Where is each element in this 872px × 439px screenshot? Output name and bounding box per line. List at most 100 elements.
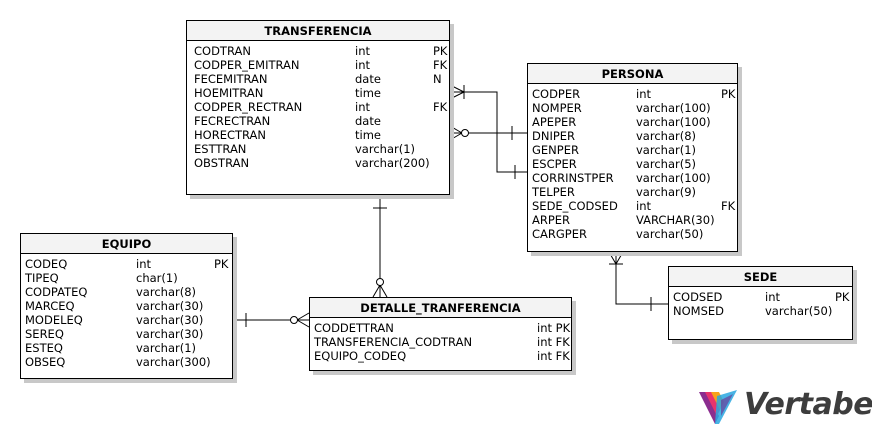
column-type: varchar(50) [636,227,704,241]
column-name: HOEMITRAN [194,86,264,100]
column-name: SEREQ [25,327,64,341]
column-name: MODELEQ [25,313,83,327]
column-row[interactable]: ESCPER varchar(5) [528,157,737,171]
column-type: date [355,114,381,128]
column-row[interactable]: FECEMITRAN date N [187,72,449,86]
column-type: varchar(8) [136,285,197,299]
column-name: TIPEQ [25,271,59,285]
column-type: varchar(100) [636,101,711,115]
rel-persona-sede [608,251,668,311]
column-type: int [636,199,651,213]
column-name: SEDE_CODSED [532,199,618,213]
column-row[interactable]: CODDETTRAN int PK [310,321,571,335]
column-name: NOMPER [532,101,582,115]
rel-equipo-detalle [233,312,310,328]
column-type: int [355,58,370,72]
column-name: CODTRAN [194,44,251,58]
column-name: TELPER [532,185,575,199]
column-row[interactable]: CODPATEQ varchar(8) [21,285,232,299]
column-key: int PK [537,321,571,335]
column-type: int [765,290,780,304]
column-name: ESTEQ [25,341,63,355]
column-name: APEPER [532,115,577,129]
column-name: CARGPER [532,227,587,241]
column-key: FK [433,100,448,114]
column-key: FK [721,199,736,213]
column-row[interactable]: CODPER_EMITRAN int FK [187,58,449,72]
column-type: int [355,100,370,114]
column-name: CODSED [673,290,723,304]
column-row[interactable]: OBSTRAN varchar(200) [187,156,449,170]
column-name: HORECTRAN [194,128,267,142]
column-key: int FK [537,335,570,349]
column-name: ESTTRAN [194,142,247,156]
entity-title: SEDE [669,267,852,287]
column-name: TRANSFERENCIA_CODTRAN [314,335,473,349]
column-name: OBSEQ [25,355,66,369]
column-type: int [636,87,651,101]
column-row[interactable]: TIPEQ char(1) [21,271,232,285]
column-row[interactable]: MODELEQ varchar(30) [21,313,232,327]
entity-title: TRANSFERENCIA [187,21,449,41]
column-type: varchar(200) [355,156,430,170]
column-row[interactable]: TRANSFERENCIA_CODTRAN int FK [310,335,571,349]
column-row[interactable]: SEDE_CODSED int FK [528,199,737,213]
column-row[interactable]: CODTRAN int PK [187,44,449,58]
column-type: varchar(1) [136,341,197,355]
column-name: GENPER [532,143,579,157]
column-key: PK [721,87,736,101]
column-row[interactable]: ESTTRAN varchar(1) [187,142,449,156]
column-key: PK [835,290,850,304]
column-type: char(1) [136,271,178,285]
column-row[interactable]: CARGPER varchar(50) [528,227,737,241]
column-key: N [433,72,442,86]
entity-title: DETALLE_TRANFERENCIA [310,298,571,318]
vertabelo-logo-icon [699,390,737,424]
column-name: CODPATEQ [25,285,88,299]
column-name: CODPER_EMITRAN [194,58,300,72]
column-type: int [355,44,370,58]
column-type: varchar(300) [136,355,211,369]
column-key: FK [433,58,448,72]
column-type: varchar(1) [355,142,416,156]
column-name: OBSTRAN [194,156,250,170]
column-key: PK [433,44,448,58]
rel-transferencia-persona-rec [449,125,527,141]
column-row[interactable]: CODSED int PK [669,290,852,304]
column-type: varchar(9) [636,185,697,199]
column-row[interactable]: OBSEQ varchar(300) [21,355,232,369]
column-type: varchar(5) [636,157,697,171]
column-name: FECEMITRAN [194,72,268,86]
column-row[interactable]: NOMPER varchar(100) [528,101,737,115]
column-type: varchar(30) [136,313,204,327]
column-type: date [355,72,381,86]
rel-transferencia-persona-emit [449,84,527,179]
column-name: CODDETTRAN [314,321,394,335]
column-name: ESCPER [532,157,577,171]
column-row[interactable]: ESTEQ varchar(1) [21,341,232,355]
column-type: varchar(100) [636,171,711,185]
column-name: ARPER [532,213,571,227]
column-row[interactable]: TELPER varchar(9) [528,185,737,199]
